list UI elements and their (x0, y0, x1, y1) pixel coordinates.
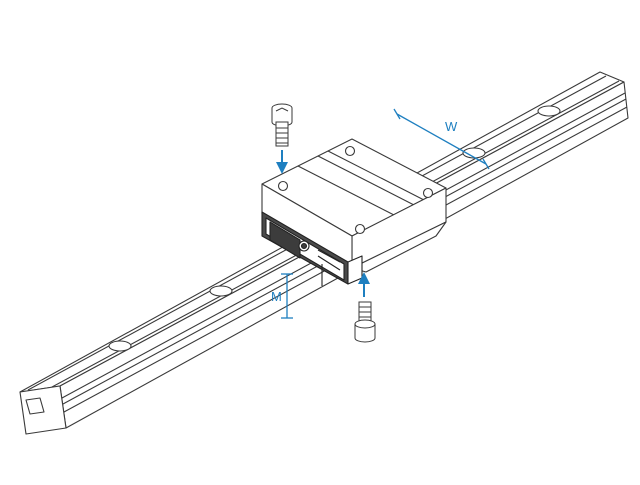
rail-hole (209, 285, 233, 297)
block-hole (354, 223, 366, 235)
block-hole (422, 187, 434, 199)
rail-hole (537, 105, 561, 117)
block-hole (344, 145, 356, 157)
mounting-bolt-top (271, 103, 293, 147)
end-seal (261, 211, 363, 286)
dimension-w (393, 108, 490, 170)
dimension-m (281, 273, 293, 319)
block-hole (277, 180, 289, 192)
dimension-w-label: W (445, 119, 458, 134)
mounting-bolt-bottom (354, 301, 376, 343)
carriage-block (261, 138, 447, 273)
rail-hole (108, 340, 132, 352)
dimension-m-label: M (271, 289, 282, 304)
